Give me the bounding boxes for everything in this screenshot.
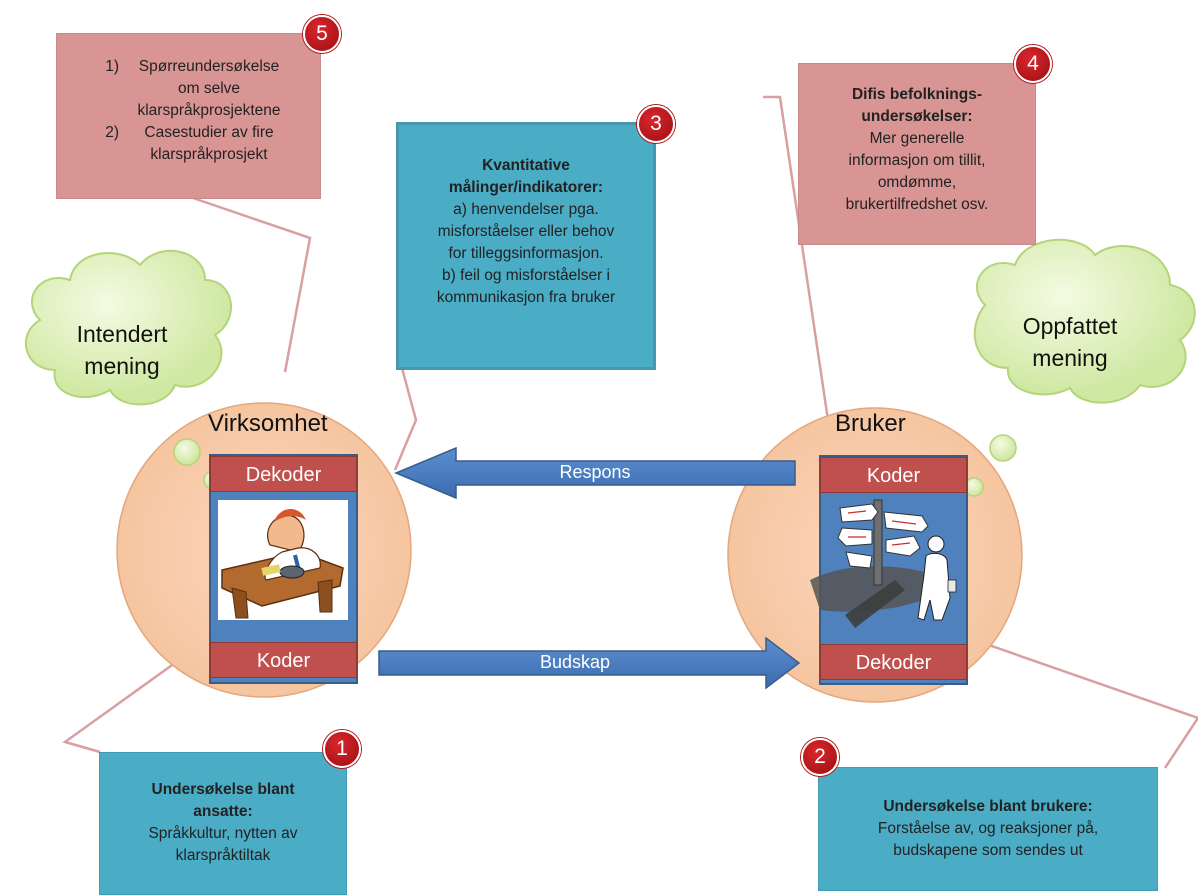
box-4-heading-line2: undersøkelser: — [861, 108, 973, 125]
box-2-user-survey: Undersøkelse blant brukere: Forståelse a… — [818, 767, 1158, 891]
intended-meaning-line1: Intendert — [76, 321, 168, 347]
box-1-employee-survey: Undersøkelse blant ansatte: Språkkultur,… — [99, 752, 347, 895]
badge-3: 3 — [637, 105, 675, 143]
box-4-body-line4: brukertilfredshet osv. — [845, 196, 989, 213]
box-5-item-1-line1: Spørreundersøkelse — [138, 58, 280, 75]
receiver-encoder-bar: Koder — [820, 457, 967, 493]
perceived-meaning-label: Oppfattet mening — [1000, 310, 1140, 374]
box-1-heading-line2: ansatte: — [193, 803, 253, 820]
intended-meaning-line2: mening — [84, 353, 160, 379]
connector-box4 — [763, 95, 830, 421]
thought-bubbles-right — [964, 434, 1017, 497]
office-worker-illustration — [218, 500, 348, 620]
box-3-quantitative-indicators: Kvantitative målinger/indikatorer: a) he… — [396, 122, 656, 370]
confused-user-illustration — [810, 499, 957, 628]
connector-box2 — [939, 626, 1198, 769]
box-2-heading: Undersøkelse blant brukere: — [883, 798, 1093, 815]
box-5-item-1-line2: om selve — [177, 80, 241, 97]
receiver-title: Bruker — [835, 410, 906, 437]
cloud-perceived-meaning — [973, 238, 1196, 404]
box-3-heading-line2: målinger/indikatorer: — [448, 179, 604, 196]
box-5-item-2-line2: klarspråkprosjekt — [150, 146, 268, 163]
badge-2: 2 — [801, 738, 839, 776]
box-5-item-2-line1: Casestudier av fire — [144, 124, 274, 141]
box-4-population-surveys: Difis befolknings- undersøkelser: Mer ge… — [798, 63, 1036, 245]
perceived-meaning-line1: Oppfattet — [1022, 313, 1118, 339]
sender-encoder-bar: Koder — [210, 642, 357, 678]
badge-1: 1 — [323, 730, 361, 768]
connector-box3 — [393, 367, 418, 471]
cloud-intended-meaning — [24, 249, 232, 406]
box-3-body-line5: kommunikasjon fra bruker — [436, 289, 616, 306]
response-label: Respons — [559, 462, 631, 482]
box-1-body-line1: Språkkultur, nytten av — [148, 825, 298, 842]
box-4-body-line1: Mer generelle — [869, 130, 965, 147]
box-1-heading-line1: Undersøkelse blant — [151, 781, 295, 798]
badge-5: 5 — [303, 15, 341, 53]
box-2-body-line2: budskapene som sendes ut — [893, 842, 1083, 859]
receiver-decoder-bar: Dekoder — [820, 644, 967, 680]
box-3-body-line4: b) feil og misforståelser i — [442, 267, 610, 284]
box-5-item-2: 2) Casestudier av fire klarspråkprosjekt — [105, 124, 274, 163]
box-5-item-1: 1) Spørreundersøkelse om selve klarspråk… — [105, 58, 281, 119]
message-label: Budskap — [539, 652, 611, 672]
box-3-heading-line1: Kvantitative — [482, 157, 570, 174]
box-5-survey-methods: 1) Spørreundersøkelse om selve klarspråk… — [56, 33, 321, 199]
sender-title: Virksomhet — [208, 410, 328, 437]
box-5-item-1-line3: klarspråkprosjektene — [137, 102, 281, 119]
box-4-body-line2: informasjon om tillit, — [848, 152, 986, 169]
message-arrow — [378, 636, 801, 690]
box-4-body-line3: omdømme, — [877, 174, 957, 191]
box-3-body-line2: misforståelser eller behov — [437, 223, 615, 240]
response-arrow — [394, 446, 796, 500]
badge-4: 4 — [1014, 45, 1052, 83]
box-3-body-line3: for tilleggsinformasjon. — [448, 245, 604, 262]
sender-decoder-bar: Dekoder — [210, 456, 357, 492]
perceived-meaning-line2: mening — [1032, 345, 1108, 371]
box-3-body-line1: a) henvendelser pga. — [453, 201, 599, 218]
intended-meaning-label: Intendert mening — [62, 318, 182, 382]
connector-box5 — [189, 195, 312, 373]
box-5-list: 1) Spørreundersøkelse om selve klarspråk… — [57, 56, 320, 166]
box-1-body-line2: klarspråktiltak — [175, 847, 271, 864]
box-4-heading-line1: Difis befolknings- — [851, 86, 983, 103]
box-2-body-line1: Forståelse av, og reaksjoner på, — [877, 820, 1099, 837]
